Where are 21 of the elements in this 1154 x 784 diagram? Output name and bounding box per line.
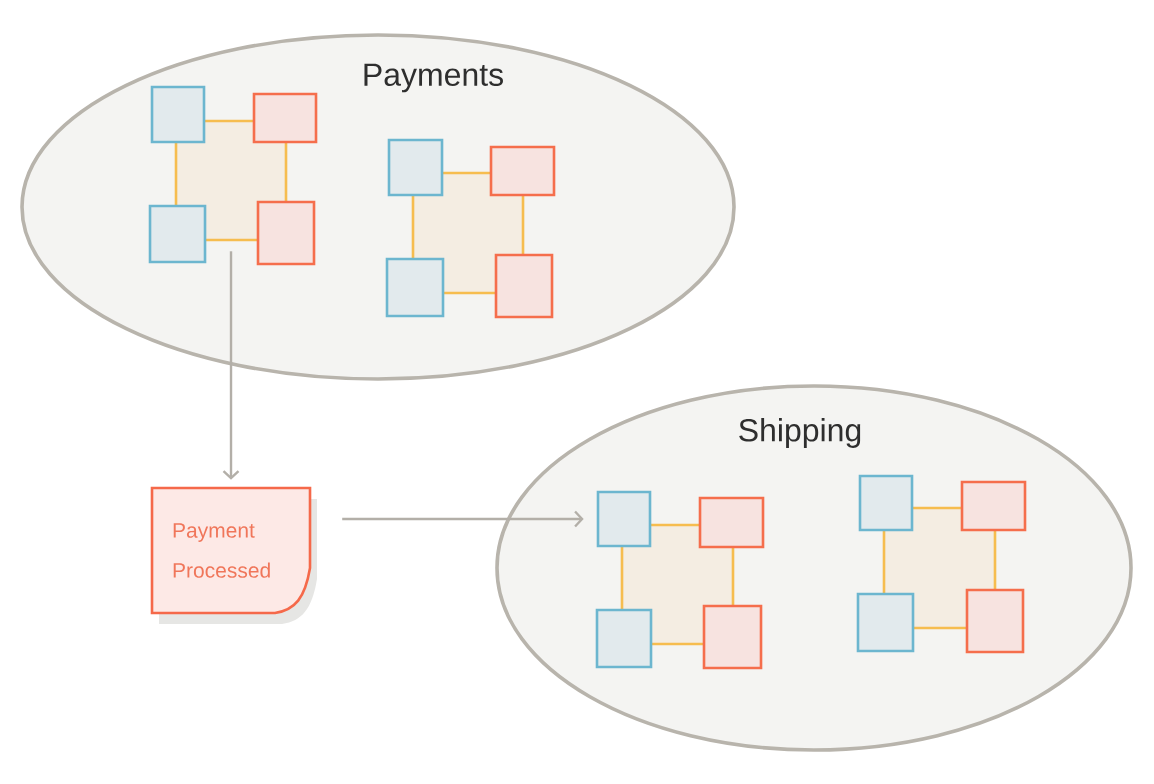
group-title: Shipping (739, 418, 861, 448)
small-square (252, 92, 318, 144)
small-square (965, 588, 1025, 654)
small-square (858, 474, 914, 532)
small-square (150, 85, 206, 144)
small-square (256, 200, 316, 266)
arrow (222, 251, 240, 480)
group-title: Payments (364, 63, 503, 93)
small-square (702, 604, 763, 670)
small-square (494, 253, 554, 319)
small-square (385, 257, 445, 318)
small-square (148, 204, 207, 264)
small-square (489, 145, 556, 197)
small-square (595, 608, 653, 669)
small-square (596, 490, 652, 548)
small-square (856, 592, 915, 653)
small-square (698, 496, 765, 549)
arrow (342, 510, 584, 528)
small-square (387, 138, 444, 197)
small-square (960, 480, 1027, 532)
sticky-note: Payment Processed (150, 486, 312, 615)
